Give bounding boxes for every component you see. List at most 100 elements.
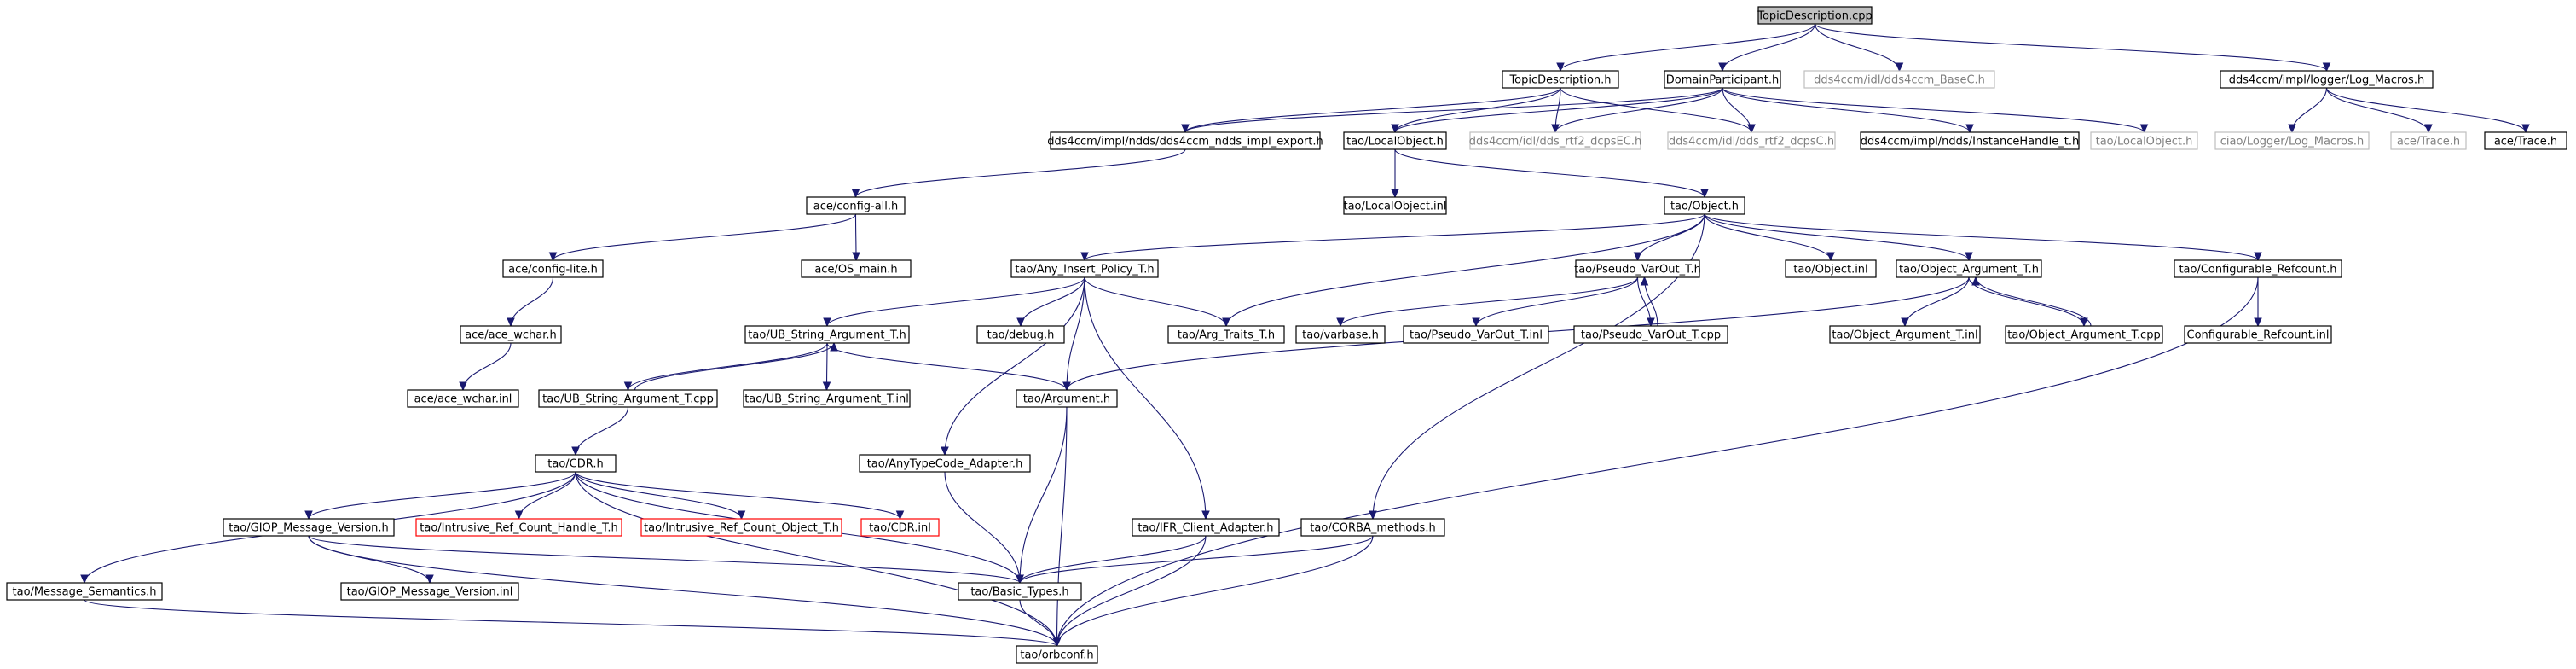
arrowhead-n0-n1 xyxy=(1556,62,1565,73)
node-label: dds4ccm/impl/ndds/dds4ccm_ndds_impl_expo… xyxy=(1047,136,1323,148)
edge-n2-n8 xyxy=(1722,87,1752,133)
node-n17[interactable]: ace/config-lite.h xyxy=(502,259,604,278)
node-n33[interactable]: Configurable_Refcount.inl xyxy=(2184,325,2332,344)
edge-n38-n49 xyxy=(575,471,1058,647)
node-n34[interactable]: ace/ace_wchar.inl xyxy=(407,389,519,408)
edge-n40-n48 xyxy=(308,535,1021,584)
node-n12[interactable]: ace/Trace.h xyxy=(2390,131,2467,150)
node-n15[interactable]: tao/LocalObject.inl xyxy=(1343,196,1447,215)
node-n36[interactable]: tao/UB_String_Argument_T.inl xyxy=(743,389,911,408)
node-box xyxy=(2090,131,2198,150)
node-n40[interactable]: tao/GIOP_Message_Version.h xyxy=(223,518,395,537)
node-n16[interactable]: tao/Object.h xyxy=(1664,196,1745,215)
edge-n16-n21 xyxy=(1704,213,1832,261)
arrowhead-n25-n36 xyxy=(822,381,831,392)
node-box xyxy=(407,389,519,408)
node-n1[interactable]: TopicDescription.h xyxy=(1502,70,1619,89)
edge-n20-n29 xyxy=(1475,276,1639,327)
node-n21[interactable]: tao/Object.inl xyxy=(1785,259,1877,278)
node-n20[interactable]: tao/Pseudo_VarOut_T.h xyxy=(1574,259,1701,278)
node-n13[interactable]: ace/Trace.h xyxy=(2484,131,2567,150)
node-n8[interactable]: dds4ccm/idl/dds_rtf2_dcpsC.h xyxy=(1667,131,1836,150)
node-box xyxy=(415,518,622,537)
node-label: tao/CORBA_methods.h xyxy=(1310,522,1435,535)
node-n44[interactable]: tao/IFR_Client_Adapter.h xyxy=(1132,518,1280,537)
node-n0[interactable]: TopicDescription.cpp xyxy=(1757,6,1873,25)
arrowhead-n2-n5 xyxy=(1181,124,1190,134)
node-n48[interactable]: tao/Basic_Types.h xyxy=(958,582,1082,601)
node-label: dds4ccm/idl/dds_rtf2_dcpsC.h xyxy=(1669,136,1834,148)
node-n38[interactable]: tao/CDR.h xyxy=(535,454,617,473)
node-n4[interactable]: dds4ccm/impl/logger/Log_Macros.h xyxy=(2220,70,2434,89)
node-n32[interactable]: tao/Object_Argument_T.cpp xyxy=(2005,325,2163,344)
node-box xyxy=(1016,389,1118,408)
node-label: tao/Object_Argument_T.inl xyxy=(1832,329,1977,342)
node-n22[interactable]: tao/Object_Argument_T.h xyxy=(1896,259,2042,278)
node-label: ace/ace_wchar.inl xyxy=(414,393,512,406)
node-n28[interactable]: tao/varbase.h xyxy=(1295,325,1386,344)
node-n49[interactable]: tao/orbconf.h xyxy=(1016,645,1098,664)
edge-n46-n49 xyxy=(84,599,1058,647)
node-n18[interactable]: ace/OS_main.h xyxy=(801,259,912,278)
arrowhead-n14-n18 xyxy=(852,252,860,262)
node-n45[interactable]: tao/CORBA_methods.h xyxy=(1300,518,1445,537)
arrowhead-n20-n28 xyxy=(1336,317,1345,328)
node-n9[interactable]: dds4ccm/impl/ndds/InstanceHandle_t.h xyxy=(1860,131,2080,150)
arrowhead-n19-n39 xyxy=(941,446,949,457)
edge-n25-n37 xyxy=(826,342,1068,391)
node-box xyxy=(976,325,1065,344)
node-box xyxy=(1803,70,1995,89)
edge-n16-n23 xyxy=(1704,213,2259,261)
node-box xyxy=(502,259,604,278)
node-n19[interactable]: tao/Any_Insert_Policy_T.h xyxy=(1010,259,1159,278)
node-n47[interactable]: tao/GIOP_Message_Version.inl xyxy=(340,582,519,601)
node-n14[interactable]: ace/config-all.h xyxy=(806,196,906,215)
node-n30[interactable]: tao/Pseudo_VarOut_T.cpp xyxy=(1573,325,1728,344)
arrowhead-n20-n30 xyxy=(1647,317,1655,328)
edge-n6-n16 xyxy=(1394,148,1705,198)
arrowhead-n16-n19 xyxy=(1080,252,1089,262)
node-n6[interactable]: tao/LocalObject.h xyxy=(1343,131,1447,150)
node-n24[interactable]: ace/ace_wchar.h xyxy=(460,325,562,344)
node-box xyxy=(859,454,1031,473)
node-n5[interactable]: dds4ccm/impl/ndds/dds4ccm_ndds_impl_expo… xyxy=(1047,131,1323,150)
node-n26[interactable]: tao/debug.h xyxy=(976,325,1065,344)
node-box xyxy=(1664,70,1781,89)
node-n27[interactable]: tao/Arg_Traits_T.h xyxy=(1167,325,1285,344)
node-label: dds4ccm/idl/dds4ccm_BaseC.h xyxy=(1814,74,1985,87)
node-n43[interactable]: tao/CDR.inl xyxy=(860,518,940,537)
node-n10[interactable]: tao/LocalObject.h xyxy=(2090,131,2198,150)
node-label: tao/Pseudo_VarOut_T.inl xyxy=(1410,329,1543,342)
node-n7[interactable]: dds4ccm/idl/dds_rtf2_dcpsEC.h xyxy=(1469,131,1641,150)
node-n41[interactable]: tao/Intrusive_Ref_Count_Handle_T.h xyxy=(415,518,622,537)
arrowhead-n5-n14 xyxy=(851,189,860,199)
node-label: Configurable_Refcount.inl xyxy=(2187,329,2330,342)
node-n46[interactable]: tao/Message_Semantics.h xyxy=(6,582,163,601)
node-n11[interactable]: ciao/Logger/Log_Macros.h xyxy=(2214,131,2370,150)
node-n35[interactable]: tao/UB_String_Argument_T.cpp xyxy=(538,389,718,408)
node-label: tao/Any_Insert_Policy_T.h xyxy=(1015,264,1154,276)
node-label: ace/ace_wchar.h xyxy=(465,329,557,342)
arrowhead-n4-n13 xyxy=(2521,124,2530,134)
edge-n1-n8 xyxy=(1560,87,1752,133)
arrowhead-n30-n20 xyxy=(1640,276,1649,286)
node-n39[interactable]: tao/AnyTypeCode_Adapter.h xyxy=(859,454,1031,473)
node-n31[interactable]: tao/Object_Argument_T.inl xyxy=(1829,325,1981,344)
node-label: ace/Trace.h xyxy=(2397,136,2460,148)
node-n42[interactable]: tao/Intrusive_Ref_Count_Object_T.h xyxy=(640,518,842,537)
node-n2[interactable]: DomainParticipant.h xyxy=(1664,70,1781,89)
node-n37[interactable]: tao/Argument.h xyxy=(1016,389,1118,408)
node-n3[interactable]: dds4ccm/idl/dds4ccm_BaseC.h xyxy=(1803,70,1995,89)
node-n29[interactable]: tao/Pseudo_VarOut_T.inl xyxy=(1403,325,1549,344)
node-n23[interactable]: tao/Configurable_Refcount.h xyxy=(2174,259,2342,278)
node-n25[interactable]: tao/UB_String_Argument_T.h xyxy=(744,325,910,344)
edge-n38-n42 xyxy=(575,471,743,520)
node-label: tao/Object_Argument_T.h xyxy=(1899,264,2039,276)
node-box xyxy=(2214,131,2370,150)
node-box xyxy=(340,582,519,601)
arrowhead-n22-n32 xyxy=(2080,317,2088,328)
arrowhead-n20-n29 xyxy=(1472,317,1480,328)
edge-n17-n24 xyxy=(510,276,554,327)
arrowhead-n24-n34 xyxy=(459,381,467,392)
node-label: dds4ccm/idl/dds_rtf2_dcpsEC.h xyxy=(1469,136,1641,148)
